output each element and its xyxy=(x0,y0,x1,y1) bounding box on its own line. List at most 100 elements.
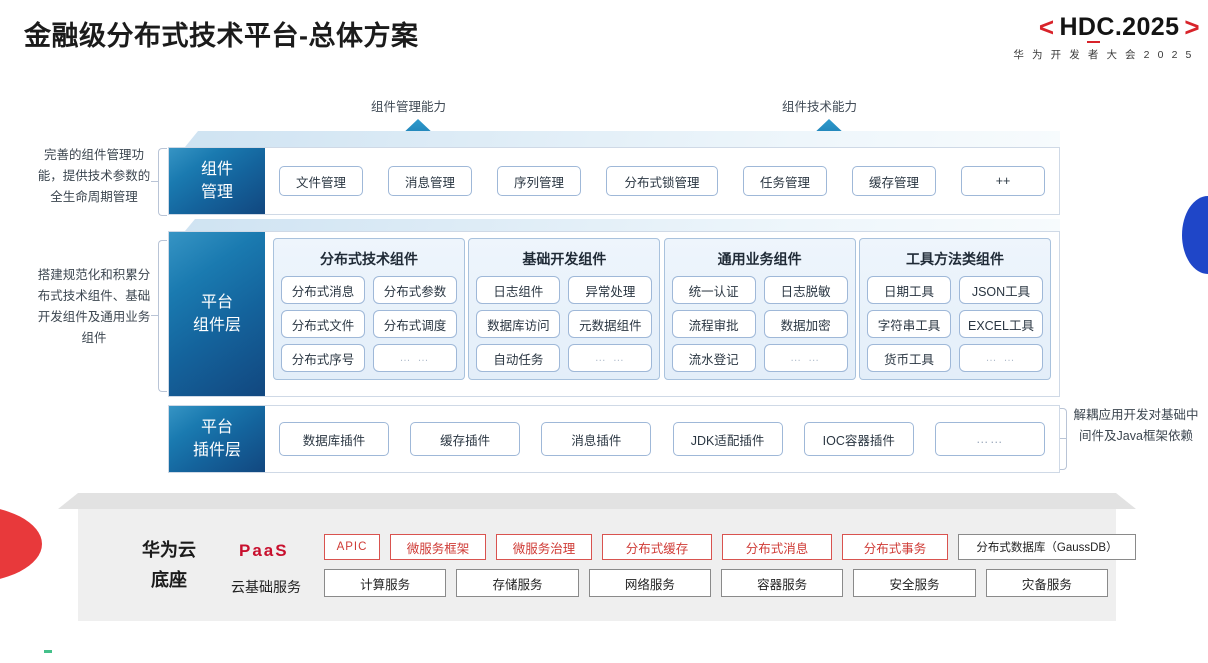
item-message-management[interactable]: 消息管理 xyxy=(388,166,472,196)
column-common-business-components: 通用业务组件 统一认证 日志脱敏 流程审批 数据加密 流水登记 … … xyxy=(663,238,856,380)
sidebar-label-line2: 插件层 xyxy=(192,442,241,459)
cell-more-2[interactable]: … … xyxy=(568,344,653,372)
cell-date-tool[interactable]: 日期工具 xyxy=(866,276,951,304)
paas-item-microservice-framework[interactable]: 微服务框架 xyxy=(390,534,486,560)
cell-more-1[interactable]: … … xyxy=(373,344,457,372)
item-jdk-adapter-plugin[interactable]: JDK适配插件 xyxy=(672,422,783,456)
cloud-basic-service-word: 云基础服务 xyxy=(231,579,301,595)
column-title: 工具方法类组件 xyxy=(905,251,1004,267)
base-face xyxy=(78,509,1116,621)
base-label-line2: 底座 xyxy=(151,570,187,590)
cell-currency-tool[interactable]: 货币工具 xyxy=(866,344,951,372)
cell-unified-auth[interactable]: 统一认证 xyxy=(671,276,756,304)
layer-platform-plugin: 平台 插件层 数据库插件 缓存插件 消息插件 JDK适配插件 IOC容器插件 …… xyxy=(168,405,1060,473)
sidebar-label-line1: 平台 xyxy=(200,419,233,436)
cell-process-approval[interactable]: 流程审批 xyxy=(671,310,756,338)
cell-auto-task[interactable]: 自动任务 xyxy=(476,344,561,372)
cell-transaction-record[interactable]: 流水登记 xyxy=(671,344,756,372)
green-dot-decoration xyxy=(44,650,52,653)
cloud-item-compute[interactable]: 计算服务 xyxy=(324,569,447,597)
cell-metadata-component[interactable]: 元数据组件 xyxy=(568,310,653,338)
paas-item-distributed-database[interactable]: 分布式数据库（GaussDB） xyxy=(958,534,1136,560)
item-plugin-more[interactable]: …… xyxy=(934,422,1045,456)
sidebar-platform-component[interactable]: 平台 组件层 xyxy=(169,232,265,396)
bracket-left-icon: < xyxy=(1038,12,1055,42)
cell-more-3[interactable]: … … xyxy=(763,344,848,372)
cell-log-component[interactable]: 日志组件 xyxy=(476,276,561,304)
item-message-plugin[interactable]: 消息插件 xyxy=(541,422,652,456)
column-distributed-tech-components: 分布式技术组件 分布式消息 分布式参数 分布式文件 分布式调度 分布式序号 … … xyxy=(273,238,465,380)
arrow-label-management: 组件管理能力 xyxy=(371,100,447,114)
column-title: 分布式技术组件 xyxy=(320,251,418,267)
paas-item-apic[interactable]: APIC xyxy=(324,534,380,560)
cell-distributed-serial[interactable]: 分布式序号 xyxy=(281,344,365,372)
platform-plugin-items: 数据库插件 缓存插件 消息插件 JDK适配插件 IOC容器插件 …… xyxy=(265,406,1059,472)
brace-tick-left-bottom xyxy=(151,315,158,317)
hdc-logo-text: HDC.2025 xyxy=(1059,12,1180,41)
arrow-label-technology: 组件技术能力 xyxy=(782,100,858,114)
layer-platform-component: 平台 组件层 分布式技术组件 分布式消息 分布式参数 分布式文件 分布式调度 分… xyxy=(168,231,1060,397)
cell-string-tool[interactable]: 字符串工具 xyxy=(866,310,951,338)
base-label-line1: 华为云 xyxy=(142,540,196,560)
item-cache-plugin[interactable]: 缓存插件 xyxy=(410,422,521,456)
paas-item-distributed-transaction[interactable]: 分布式事务 xyxy=(842,534,948,560)
panel-cap-bevel-2 xyxy=(185,219,1060,231)
item-file-management[interactable]: 文件管理 xyxy=(279,166,363,196)
brace-tick-right xyxy=(1060,438,1067,440)
cloud-item-security[interactable]: 安全服务 xyxy=(853,569,976,597)
red-petal-decoration xyxy=(0,505,42,583)
column-tool-method-components: 工具方法类组件 日期工具 JSON工具 字符串工具 EXCEL工具 货币工具 …… xyxy=(858,238,1051,380)
cell-distributed-message[interactable]: 分布式消息 xyxy=(281,276,365,304)
layer-component-management: 组件 管理 文件管理 消息管理 序列管理 分布式锁管理 任务管理 缓存管理 ++ xyxy=(168,147,1060,215)
side-note-left-bottom: 搭建规范化和积累分布式技术组件、基础开发组件及通用业务组件 xyxy=(37,268,151,345)
item-task-management[interactable]: 任务管理 xyxy=(743,166,827,196)
column-title: 基础开发组件 xyxy=(522,251,607,267)
sidebar-label-line2: 组件层 xyxy=(192,317,241,334)
brace-left-bottom xyxy=(158,240,167,392)
cell-more-4[interactable]: … … xyxy=(958,344,1043,372)
sidebar-label-line2: 管理 xyxy=(200,184,233,201)
column-basic-dev-components: 基础开发组件 日志组件 异常处理 数据库访问 元数据组件 自动任务 … … xyxy=(468,238,661,380)
paas-item-distributed-message[interactable]: 分布式消息 xyxy=(722,534,832,560)
cell-excel-tool[interactable]: EXCEL工具 xyxy=(958,310,1043,338)
cell-json-tool[interactable]: JSON工具 xyxy=(958,276,1043,304)
hdc-logo: < HDC.2025 > 华 为 开 发 者 大 会 2 0 2 5 xyxy=(900,14,1200,62)
item-database-plugin[interactable]: 数据库插件 xyxy=(279,422,389,456)
huawei-cloud-base: 华为云 底座 PaaS 云基础服务 APIC 微服务框架 微服务治理 分布式缓存… xyxy=(58,493,1136,621)
item-ioc-container-plugin[interactable]: IOC容器插件 xyxy=(803,422,914,456)
cloud-item-storage[interactable]: 存储服务 xyxy=(456,569,579,597)
cell-distributed-file[interactable]: 分布式文件 xyxy=(281,310,365,338)
cloud-item-network[interactable]: 网络服务 xyxy=(588,569,711,597)
base-label: 华为云 底座 xyxy=(126,535,212,595)
item-sequence-management[interactable]: 序列管理 xyxy=(497,166,581,196)
side-note-right: 解耦应用开发对基础中间件及Java框架依赖 xyxy=(1073,408,1199,443)
paas-item-microservice-governance[interactable]: 微服务治理 xyxy=(496,534,592,560)
paas-word: PaaS xyxy=(239,541,289,560)
brace-tick-left-top xyxy=(151,181,158,183)
cell-log-masking[interactable]: 日志脱敏 xyxy=(763,276,848,304)
sidebar-platform-plugin[interactable]: 平台 插件层 xyxy=(169,406,265,472)
column-title: 通用业务组件 xyxy=(717,251,802,267)
hdc-underline-mark xyxy=(1087,40,1101,43)
cloud-item-container[interactable]: 容器服务 xyxy=(721,569,844,597)
component-management-items: 文件管理 消息管理 序列管理 分布式锁管理 任务管理 缓存管理 ++ xyxy=(265,148,1059,214)
item-plus-plus[interactable]: ++ xyxy=(961,166,1045,196)
cell-data-encryption[interactable]: 数据加密 xyxy=(763,310,848,338)
cell-distributed-param[interactable]: 分布式参数 xyxy=(373,276,457,304)
item-distributed-lock-management[interactable]: 分布式锁管理 xyxy=(606,166,718,196)
side-note-left-top: 完善的组件管理功能，提供技术参数的全生命周期管理 xyxy=(37,148,151,204)
cell-db-access[interactable]: 数据库访问 xyxy=(476,310,561,338)
item-cache-management[interactable]: 缓存管理 xyxy=(852,166,936,196)
platform-component-columns: 分布式技术组件 分布式消息 分布式参数 分布式文件 分布式调度 分布式序号 … … xyxy=(265,232,1059,396)
cell-distributed-schedule[interactable]: 分布式调度 xyxy=(373,310,457,338)
hdc-logo-subtitle: 华 为 开 发 者 大 会 2 0 2 5 xyxy=(1013,49,1194,61)
cloud-item-disaster-recovery[interactable]: 灾备服务 xyxy=(985,569,1108,597)
page-title: 金融级分布式技术平台-总体方案 xyxy=(24,21,419,51)
bracket-right-icon: > xyxy=(1184,12,1200,42)
paas-item-distributed-cache[interactable]: 分布式缓存 xyxy=(602,534,712,560)
cell-exception-handling[interactable]: 异常处理 xyxy=(568,276,653,304)
sidebar-label-line1: 平台 xyxy=(200,294,233,311)
sidebar-label-line1: 组件 xyxy=(200,161,233,178)
sidebar-component-management[interactable]: 组件 管理 xyxy=(169,148,265,214)
